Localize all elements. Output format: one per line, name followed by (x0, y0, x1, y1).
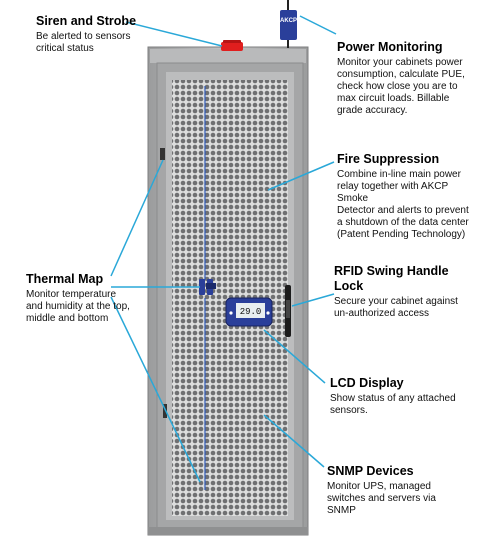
callout-siren-strobe: Siren and Strobe Be alerted to sensors c… (36, 14, 161, 55)
callout-desc-line: un-authorized access (334, 308, 430, 319)
callout-title: SNMP Devices (327, 464, 414, 478)
callout-title: Power Monitoring (337, 40, 443, 54)
callout-lcd-display: LCD Display Show status of any attached … (330, 376, 475, 417)
callout-desc-line: Be alerted to sensors (36, 31, 131, 42)
callout-power-monitoring: Power Monitoring Monitor your cabinets p… (337, 40, 477, 117)
callout-title: Fire Suppression (337, 152, 440, 166)
callout-desc-line: (Patent Pending Technology) (337, 229, 466, 240)
callout-desc-line: middle and bottom (26, 313, 109, 324)
callout-desc-line: grade accuracy. (337, 105, 408, 116)
callout-title: Thermal Map (26, 272, 104, 286)
callout-desc-line: relay together with AKCP Smoke (337, 181, 448, 204)
callout-desc-line: a shutdown of the data center (337, 217, 469, 228)
callout-title: LCD Display (330, 376, 404, 390)
callout-desc-line: sensors. (330, 405, 368, 416)
callout-desc-line: Show status of any attached (330, 393, 456, 404)
callout-snmp-devices: SNMP Devices Monitor UPS, managed switch… (327, 464, 472, 517)
power-meter-label: AKCP (280, 18, 297, 24)
callout-desc-line: Secure your cabinet against (334, 296, 458, 307)
callout-desc-line: Monitor UPS, managed (327, 481, 431, 492)
callout-desc-line: Detector and alerts to prevent (337, 205, 469, 216)
callout-desc-line: Monitor temperature (26, 289, 117, 300)
callout-fire-suppression: Fire Suppression Combine in-line main po… (337, 152, 477, 241)
callout-desc-line: critical status (36, 43, 94, 54)
callout-title: RFID Swing Handle Lock (334, 264, 449, 293)
callout-thermal-map: Thermal Map Monitor temperature and humi… (26, 272, 144, 325)
callout-desc-line: and humidity at the top, (26, 301, 130, 312)
hinge-bottom (163, 404, 167, 418)
thermal-sensor-icon (199, 279, 216, 295)
callout-desc-line: Monitor your cabinets power (337, 57, 463, 68)
lcd-reading: 29.0 (240, 307, 262, 317)
callout-desc-line: consumption, calculate PUE, (337, 69, 465, 80)
leader-lines (110, 15, 337, 483)
lcd-display-icon: 29.0 (225, 297, 273, 327)
callout-desc-line: switches and servers via (327, 493, 436, 504)
hinge-top (160, 148, 165, 160)
swing-handle-lock-icon (285, 285, 291, 337)
cabinet (147, 46, 309, 536)
power-meter-icon: AKCP (280, 0, 297, 48)
callout-desc-line: SNMP (327, 505, 356, 516)
callout-desc-line: check how close you are to (337, 81, 458, 92)
callout-desc-line: max circuit loads. Billable (337, 93, 450, 104)
callout-title: Siren and Strobe (36, 14, 137, 28)
siren-strobe-icon (221, 40, 243, 51)
callout-desc-line: Combine in-line main power (337, 169, 461, 180)
callout-rfid-lock: RFID Swing Handle Lock Secure your cabin… (334, 264, 479, 320)
